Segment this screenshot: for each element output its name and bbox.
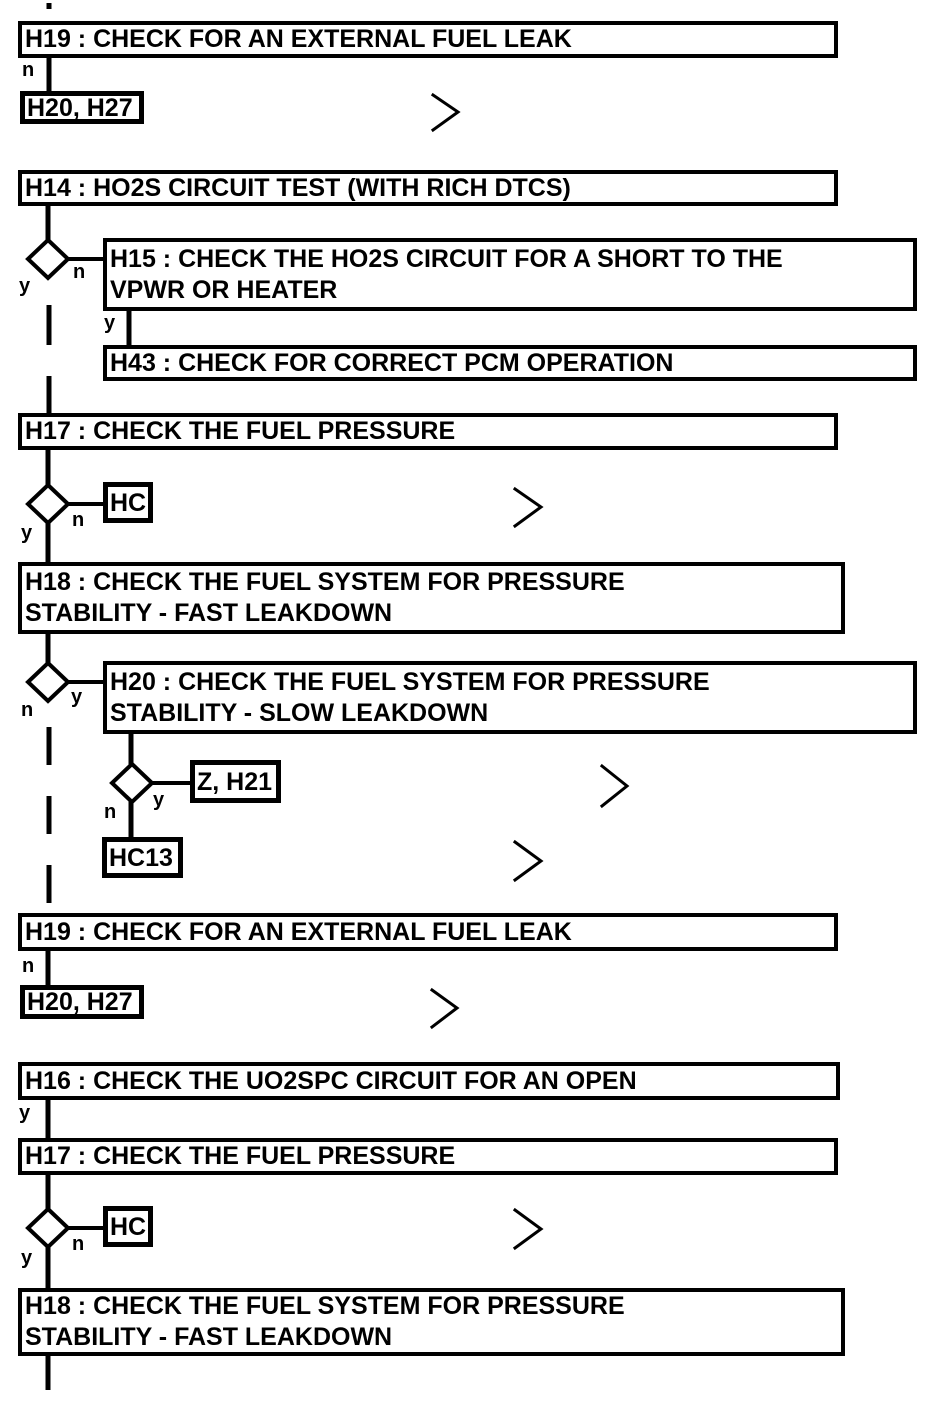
branch-label-no: n [22, 955, 35, 977]
branch-label-yes: y [104, 312, 116, 334]
branch-label-yes: y [19, 275, 31, 297]
decision-diamond [25, 660, 71, 704]
branch-label-no: n [72, 509, 85, 531]
node-h20-h27-bottom: H20, H27 [20, 985, 144, 1019]
node-label: H19 : CHECK FOR AN EXTERNAL FUEL LEAK [25, 917, 572, 946]
node-h19-bottom: H19 : CHECK FOR AN EXTERNAL FUEL LEAK [18, 913, 838, 951]
decision-diamond [25, 482, 71, 526]
node-h20: H20 : CHECK THE FUEL SYSTEM FOR PRESSURE… [103, 661, 917, 734]
node-label: Z, H21 [197, 767, 273, 796]
node-label: VPWR OR HEATER [110, 275, 338, 304]
continuation-chevron-icon [512, 486, 544, 529]
node-h17-bottom: H17 : CHECK THE FUEL PRESSURE [18, 1138, 838, 1175]
continuation-chevron-icon [512, 1207, 544, 1251]
node-label: H20, H27 [27, 93, 133, 122]
node-hc-mid: HC [103, 482, 153, 523]
continuation-chevron-icon [512, 839, 544, 883]
decision-diamond [109, 761, 155, 805]
decision-diamond [25, 237, 71, 281]
node-h19-top: H19 : CHECK FOR AN EXTERNAL FUEL LEAK [18, 21, 838, 58]
node-h20-h27-top: H20, H27 [20, 91, 144, 124]
node-label: STABILITY - FAST LEAKDOWN [25, 1323, 393, 1351]
node-label: H15 : CHECK THE HO2S CIRCUIT FOR A SHORT… [110, 244, 783, 273]
branch-label-yes: y [71, 686, 83, 708]
node-hc13: HC13 [102, 837, 183, 878]
branch-label-no: n [21, 699, 34, 721]
node-label: H14 : HO2S CIRCUIT TEST (WITH RICH DTCS) [25, 173, 571, 202]
node-label: H43 : CHECK FOR CORRECT PCM OPERATION [110, 348, 674, 377]
node-label: HC [110, 488, 147, 517]
decision-diamond [25, 1206, 71, 1250]
node-label: H16 : CHECK THE UO2SPC CIRCUIT FOR AN OP… [25, 1066, 637, 1095]
node-z-h21: Z, H21 [190, 760, 281, 803]
branch-label-yes: y [19, 1102, 31, 1124]
node-label: H17 : CHECK THE FUEL PRESSURE [25, 417, 456, 445]
continuation-chevron-icon [429, 987, 460, 1030]
node-h18-bottom: H18 : CHECK THE FUEL SYSTEM FOR PRESSURE… [18, 1288, 845, 1356]
branch-label-no: n [72, 1233, 85, 1255]
node-h17-mid: H17 : CHECK THE FUEL PRESSURE [18, 413, 838, 450]
node-label: H17 : CHECK THE FUEL PRESSURE [25, 1142, 456, 1170]
node-hc-bottom: HC [103, 1206, 153, 1247]
node-h43: H43 : CHECK FOR CORRECT PCM OPERATION [103, 345, 917, 381]
branch-label-no: n [73, 261, 86, 283]
node-label: STABILITY - FAST LEAKDOWN [25, 599, 393, 627]
branch-label-no: n [22, 59, 35, 81]
branch-label-yes: y [153, 789, 165, 811]
node-label: H18 : CHECK THE FUEL SYSTEM FOR PRESSURE [25, 1292, 625, 1320]
node-label: H19 : CHECK FOR AN EXTERNAL FUEL LEAK [25, 25, 572, 53]
branch-label-yes: y [21, 522, 33, 544]
branch-label-no: n [104, 801, 117, 823]
node-h15: H15 : CHECK THE HO2S CIRCUIT FOR A SHORT… [103, 238, 917, 311]
continuation-chevron-icon [430, 92, 461, 133]
node-h14: H14 : HO2S CIRCUIT TEST (WITH RICH DTCS) [18, 170, 838, 206]
node-h16: H16 : CHECK THE UO2SPC CIRCUIT FOR AN OP… [18, 1062, 840, 1100]
branch-label-yes: y [21, 1247, 33, 1269]
node-label: HC [110, 1212, 147, 1241]
node-label: HC13 [109, 843, 173, 872]
node-label: H18 : CHECK THE FUEL SYSTEM FOR PRESSURE [25, 568, 625, 596]
node-label: STABILITY - SLOW LEAKDOWN [110, 698, 489, 727]
node-label: H20 : CHECK THE FUEL SYSTEM FOR PRESSURE [110, 667, 710, 696]
node-label: H20, H27 [27, 988, 133, 1016]
node-h18-mid: H18 : CHECK THE FUEL SYSTEM FOR PRESSURE… [18, 562, 845, 634]
continuation-chevron-icon [599, 763, 630, 809]
